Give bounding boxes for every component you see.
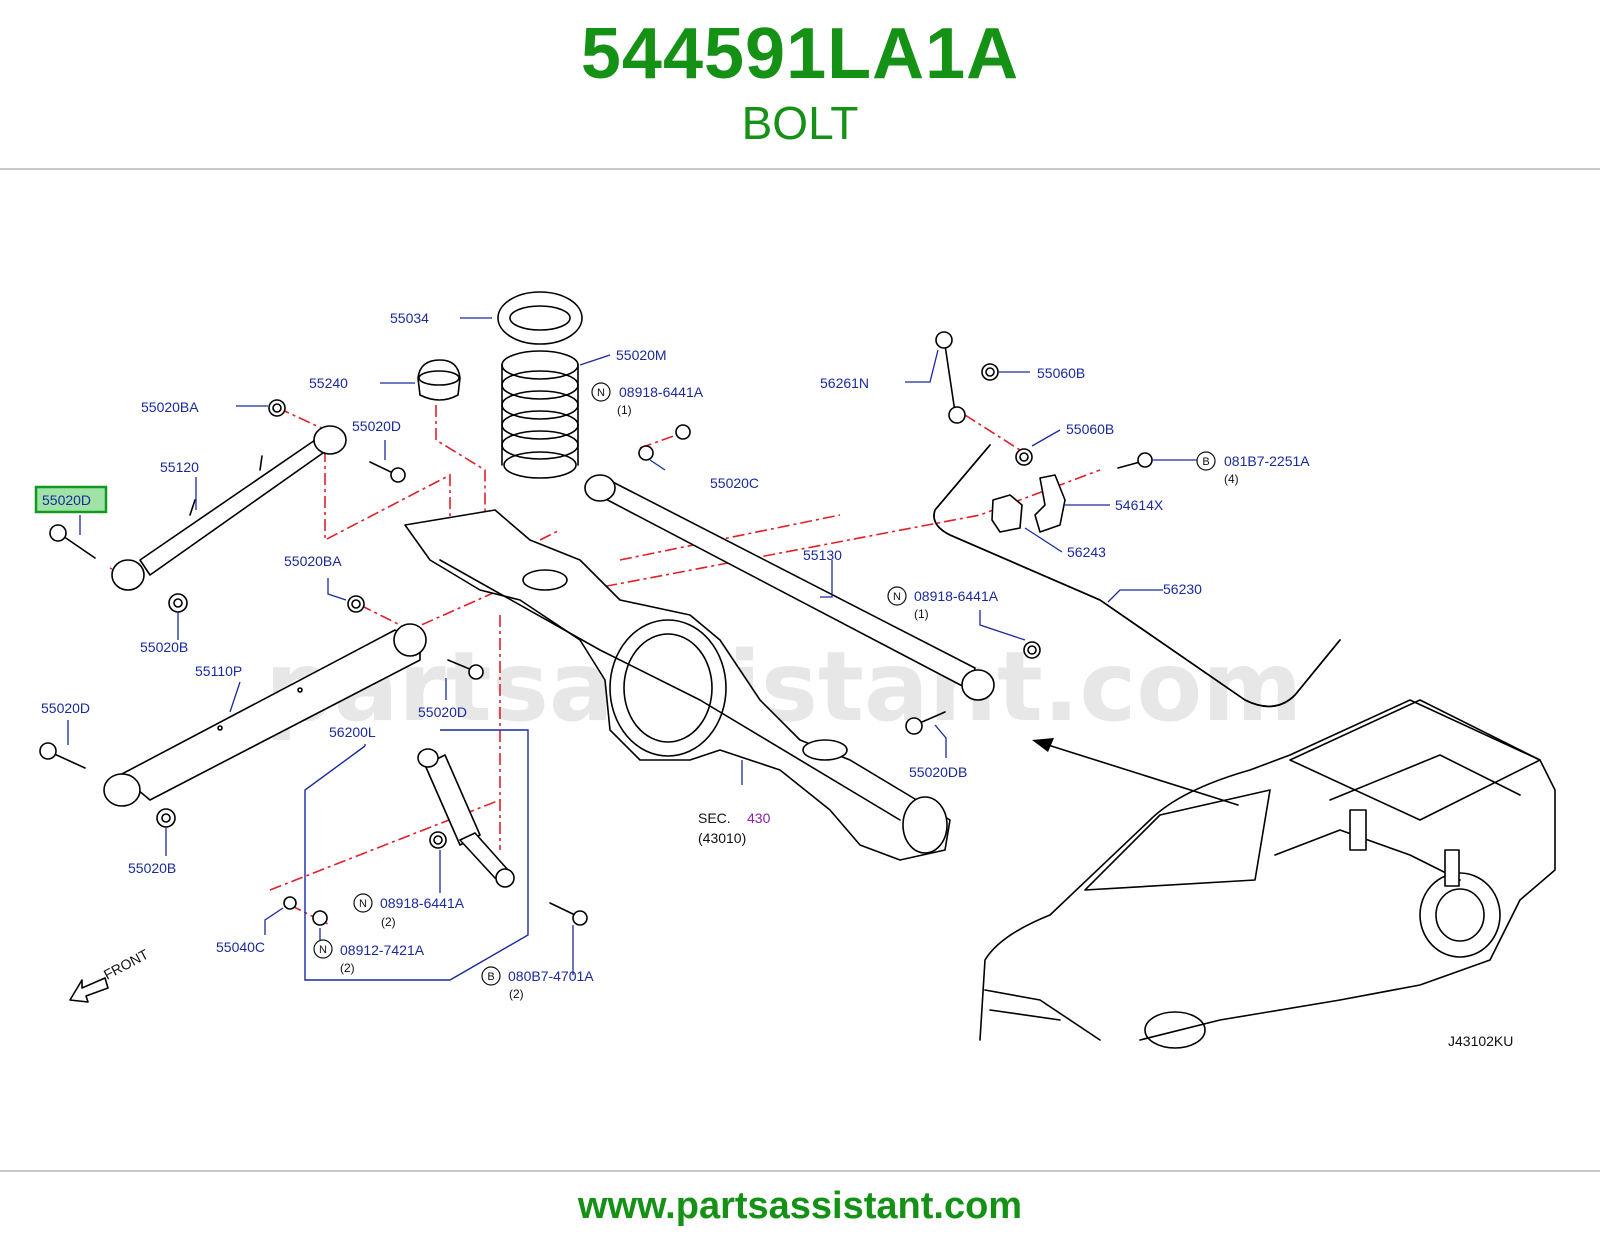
part-number-title: 544591LA1A	[580, 14, 1020, 94]
n-symbol-08918-right	[887, 586, 907, 606]
callout-55020c[interactable]: 55020C	[710, 475, 759, 491]
callout-55130[interactable]: 55130	[803, 547, 842, 563]
vehicle-illustration	[979, 699, 1556, 1049]
qty-08918-right: (1)	[914, 607, 929, 621]
shock-absorber-part[interactable]	[417, 748, 515, 888]
callout-080b7-4701a[interactable]: 080B7-4701A	[508, 968, 594, 984]
n-symbol-text: N	[359, 898, 367, 910]
callout-55060b-top[interactable]: 55060B	[1037, 365, 1085, 381]
bolt-55020d-mid[interactable]	[447, 659, 484, 680]
callout-56230[interactable]: 56230	[1163, 581, 1202, 597]
bump-stopper-part[interactable]	[417, 359, 461, 401]
washer-55040c[interactable]	[283, 896, 297, 910]
footer-divider	[0, 1170, 1600, 1172]
qty-08918-low: (2)	[381, 915, 396, 929]
nut-55060b-mid[interactable]	[1015, 448, 1033, 466]
qty-08912: (2)	[340, 961, 355, 975]
washer-55020c[interactable]	[638, 445, 654, 461]
n-symbol-08912	[313, 939, 333, 959]
qty-081b7: (4)	[1224, 472, 1239, 486]
callout-55020db[interactable]: 55020DB	[909, 764, 967, 780]
callout-08918-6441a-top[interactable]: 08918-6441A	[619, 384, 704, 400]
callout-55020b-lower[interactable]: 55020B	[128, 860, 176, 876]
b-symbol-text: B	[1202, 456, 1209, 468]
callout-08918-6441a-right[interactable]: 08918-6441A	[914, 588, 999, 604]
part-name-subtitle: BOLT	[741, 97, 859, 149]
section-ref-prefix: SEC.	[698, 810, 731, 826]
nut-08918-low[interactable]	[429, 831, 447, 849]
n-symbol-08918-top	[591, 382, 611, 402]
vehicle-pointer-arrow	[1032, 738, 1239, 806]
callout-55240[interactable]: 55240	[309, 375, 348, 391]
header-divider	[0, 168, 1600, 170]
callout-labels: 55034 55020M 55240 N 08918-6441A (1) 550…	[34, 310, 1513, 1049]
qty-08918-top: (1)	[617, 403, 632, 417]
n-symbol-text: N	[597, 387, 605, 399]
callout-08918-6441a-low[interactable]: 08918-6441A	[380, 895, 465, 911]
nut-08918-top[interactable]	[675, 424, 691, 440]
stabilizer-bushing-part[interactable]	[991, 494, 1023, 533]
callout-081b7-2251a[interactable]: 081B7-2251A	[1224, 453, 1310, 469]
callout-55060b-mid[interactable]: 55060B	[1066, 421, 1114, 437]
n-symbol-text: N	[319, 944, 327, 956]
callout-55034[interactable]: 55034	[390, 310, 429, 326]
callout-55040c[interactable]: 55040C	[216, 939, 265, 955]
upper-link-part[interactable]	[111, 425, 347, 591]
highlight-box	[34, 485, 108, 514]
stabilizer-bar-part[interactable]	[933, 444, 1341, 708]
bolt-55020d-highlighted[interactable]	[49, 524, 96, 559]
qty-080b7: (2)	[509, 987, 524, 1001]
axle-housing-part[interactable]	[404, 509, 951, 861]
diagram-code: J43102KU	[1448, 1033, 1513, 1049]
b-symbol-080b7	[481, 966, 501, 986]
nut-55020b-upper[interactable]	[168, 593, 188, 613]
nut-08912[interactable]	[312, 910, 328, 926]
n-symbol-text: N	[893, 591, 901, 603]
bolt-55020d-left[interactable]	[39, 742, 86, 769]
b-symbol-text: B	[487, 971, 494, 983]
callout-55020d-mid[interactable]: 55020D	[418, 704, 467, 720]
front-direction-indicator: FRONT	[69, 946, 151, 1003]
nut-55060b-top[interactable]	[981, 363, 999, 381]
callout-56200l[interactable]: 56200L	[329, 724, 376, 740]
front-label: FRONT	[101, 946, 151, 983]
fasteners	[39, 363, 1153, 926]
bolt-55020d-upper[interactable]	[369, 461, 406, 483]
n-symbol-08918-low	[353, 893, 373, 913]
coil-spring-part[interactable]	[501, 350, 579, 479]
callout-55110p[interactable]: 55110P	[195, 663, 242, 679]
bolt-081b7[interactable]	[1117, 452, 1153, 469]
callout-08912-7421a[interactable]: 08912-7421A	[340, 942, 425, 958]
callout-55020d-left[interactable]: 55020D	[41, 700, 90, 716]
callout-55020ba-mid[interactable]: 55020BA	[284, 553, 342, 569]
page-header: 544591LA1A BOLT	[0, 0, 1600, 168]
section-ref-number[interactable]: 430	[747, 810, 771, 826]
shock-group-bracket	[304, 729, 529, 981]
nut-55020b-lower[interactable]	[156, 808, 176, 828]
callout-55020d-highlighted[interactable]: 55020D	[42, 492, 91, 508]
callout-55020m[interactable]: 55020M	[616, 347, 667, 363]
spring-seat-part[interactable]	[497, 291, 583, 345]
footer-website-url[interactable]: www.partsassistant.com	[577, 1185, 1023, 1227]
section-ref-sub: (43010)	[698, 830, 746, 846]
callout-54614x[interactable]: 54614X	[1115, 497, 1164, 513]
lower-link-part[interactable]	[103, 623, 427, 807]
stabilizer-link-part[interactable]	[935, 331, 966, 424]
lateral-rod-part[interactable]	[584, 474, 995, 701]
bolt-55020db[interactable]	[905, 711, 946, 735]
nut-55020ba-top[interactable]	[268, 399, 286, 417]
callout-55020b-upper[interactable]: 55020B	[140, 639, 188, 655]
callout-55020ba-top[interactable]: 55020BA	[141, 399, 199, 415]
nut-08918-right[interactable]	[1023, 641, 1041, 659]
callout-56261n[interactable]: 56261N	[820, 375, 869, 391]
callout-56243[interactable]: 56243	[1067, 544, 1106, 560]
callout-55120[interactable]: 55120	[160, 459, 199, 475]
bolt-080b7[interactable]	[549, 902, 588, 926]
b-symbol-081b7	[1196, 451, 1216, 471]
callout-55020d-upper[interactable]: 55020D	[352, 418, 401, 434]
stabilizer-clamp-part[interactable]	[1034, 474, 1066, 533]
nut-55020ba-mid[interactable]	[347, 595, 365, 613]
